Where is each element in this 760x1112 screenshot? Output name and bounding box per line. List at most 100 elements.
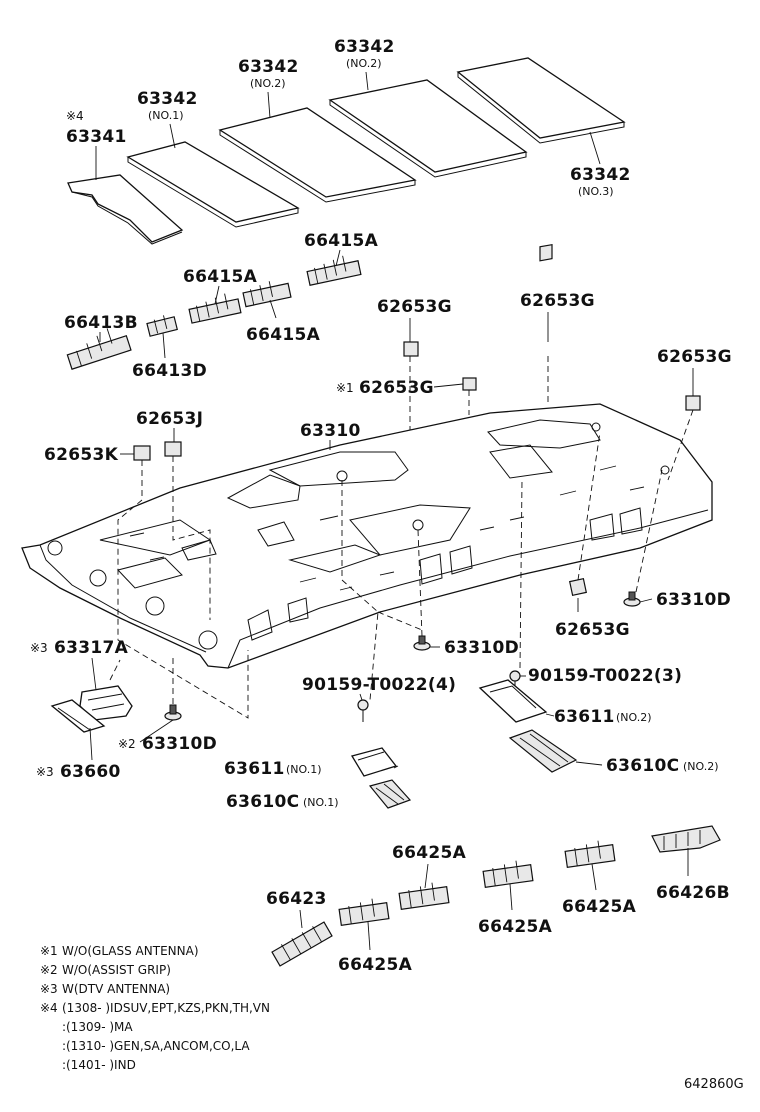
roof-pad-63342-no2-b bbox=[328, 79, 528, 178]
headliner-63310 bbox=[21, 403, 713, 669]
label-63342-no1: 63342 bbox=[137, 89, 198, 109]
clip-strip-66425A-b bbox=[338, 898, 390, 926]
label-66426B: 66426B bbox=[656, 883, 730, 903]
label-63310D-left: 63310D bbox=[142, 734, 217, 754]
note-3-mark: ※3 bbox=[40, 982, 58, 996]
pad-62653G-c bbox=[685, 395, 701, 411]
label-62653G-b: 62653G bbox=[520, 291, 595, 311]
dashed-guides bbox=[109, 356, 694, 719]
diagram-code: 642860G bbox=[684, 1077, 744, 1092]
label-63611-no1: 63611 bbox=[224, 759, 285, 779]
clip-strip-66423 bbox=[271, 921, 333, 967]
label-63342-no1-sub: (NO.1) bbox=[148, 109, 184, 122]
label-90159-right: 90159-T0022(3) bbox=[528, 666, 682, 686]
label-63611-no1-sub: (NO.1) bbox=[286, 763, 322, 776]
lamp-lens-63610C-no1 bbox=[368, 779, 412, 809]
screw-90159-left bbox=[357, 699, 369, 722]
label-66425A-b: 66425A bbox=[338, 955, 413, 975]
roof-pad-63342-no2-a bbox=[218, 107, 417, 203]
footnotes: ※1 W/O(GLASS ANTENNA) ※2 W/O(ASSIST GRIP… bbox=[40, 944, 270, 1072]
clip-strip-66425A-d bbox=[564, 840, 616, 868]
label-63342-no2-b-sub: (NO.2) bbox=[346, 57, 382, 70]
label-62653G-d-mark: ※1 bbox=[336, 381, 354, 395]
label-62653G-e: 62653G bbox=[555, 620, 630, 640]
note-1-text: W/O(GLASS ANTENNA) bbox=[62, 944, 199, 958]
note-1-mark: ※1 bbox=[40, 944, 58, 958]
label-63610C-no2-sub: (NO.2) bbox=[683, 760, 719, 773]
note-7-mark: : bbox=[62, 1058, 66, 1072]
label-62653K: 62653K bbox=[44, 445, 119, 465]
roof-pad-63342-no3 bbox=[456, 57, 626, 144]
pad-62653G-a bbox=[403, 341, 419, 357]
clip-strip-66413D bbox=[146, 315, 179, 337]
label-66415A-mid: 66415A bbox=[183, 267, 258, 287]
clip-strip-66425A-c bbox=[482, 860, 534, 888]
note-5-text: (1309- )MA bbox=[66, 1020, 133, 1034]
bracket-63660 bbox=[50, 699, 106, 733]
label-63660-mark: ※3 bbox=[36, 765, 54, 779]
leader-lines bbox=[89, 71, 694, 951]
label-63310D-right: 63310D bbox=[656, 590, 731, 610]
clip-63310D-mid bbox=[413, 635, 431, 651]
label-63310D-mid: 63310D bbox=[444, 638, 519, 658]
label-62653G-c: 62653G bbox=[657, 347, 732, 367]
label-63341: 63341 bbox=[66, 127, 127, 147]
note-6-text: (1310- )GEN,SA,ANCOM,CO,LA bbox=[66, 1039, 250, 1053]
label-63611-no2: 63611 bbox=[554, 707, 615, 727]
lamp-housing-63611-no1 bbox=[350, 747, 398, 777]
label-90159-left: 90159-T0022(4) bbox=[302, 675, 456, 695]
clip-63310D-right bbox=[623, 591, 641, 607]
label-63342-no2-a: 63342 bbox=[238, 57, 299, 77]
pad-62653K bbox=[133, 445, 151, 461]
label-63610C-no1-sub: (NO.1) bbox=[303, 796, 339, 809]
clip-strip-66415A-mid bbox=[188, 293, 242, 324]
note-4-mark: ※4 bbox=[40, 1001, 58, 1015]
label-63342-no3: 63342 bbox=[570, 165, 631, 185]
roof-pad-63341 bbox=[67, 174, 184, 245]
label-63342-no2-b: 63342 bbox=[334, 37, 395, 57]
note-2-mark: ※2 bbox=[40, 963, 58, 977]
note-7-text: (1401- )IND bbox=[66, 1058, 136, 1072]
label-63317A: 63317A bbox=[54, 638, 129, 658]
note-4-text: (1308- )IDSUV,EPT,KZS,PKN,TH,VN bbox=[62, 1001, 270, 1015]
label-66415A-low: 66415A bbox=[246, 325, 321, 345]
label-66413D: 66413D bbox=[132, 361, 207, 381]
label-66425A-c: 66425A bbox=[478, 917, 553, 937]
label-66413B: 66413B bbox=[64, 313, 138, 333]
pad-62653J bbox=[164, 441, 182, 457]
label-62653J: 62653J bbox=[136, 409, 203, 429]
label-63317A-mark: ※3 bbox=[30, 641, 48, 655]
label-62653G-d: 62653G bbox=[359, 378, 434, 398]
note-3-text: W(DTV ANTENNA) bbox=[62, 982, 170, 996]
roof-pad-63342-no1 bbox=[126, 141, 300, 228]
part-labels: ※4 63341 63342 (NO.1) 63342 (NO.2) 63342… bbox=[30, 37, 732, 975]
clip-strip-66425A-a bbox=[398, 882, 450, 910]
pad-62653G-e bbox=[568, 577, 588, 597]
clip-strip-66426B bbox=[651, 825, 721, 853]
label-62653G-a: 62653G bbox=[377, 297, 452, 317]
label-66415A-top: 66415A bbox=[304, 231, 379, 251]
clip-strip-66415A-low bbox=[242, 281, 292, 308]
label-63310: 63310 bbox=[300, 421, 361, 441]
label-63342-no2-a-sub: (NO.2) bbox=[250, 77, 286, 90]
label-63610C-no2: 63610C bbox=[606, 756, 679, 776]
clip-63310D-left bbox=[164, 704, 182, 721]
clip-strip-66415A-top bbox=[306, 255, 362, 286]
label-63611-no2-sub: (NO.2) bbox=[616, 711, 652, 724]
label-63341-mark: ※4 bbox=[66, 109, 84, 123]
pad-62653G-b bbox=[539, 243, 553, 262]
lamp-lens-63610C-no2 bbox=[508, 729, 578, 773]
note-5-mark: : bbox=[62, 1020, 66, 1034]
label-66425A-d: 66425A bbox=[562, 897, 637, 917]
label-63310D-left-mark: ※2 bbox=[118, 737, 136, 751]
pad-62653G-d bbox=[462, 377, 477, 391]
note-2-text: W/O(ASSIST GRIP) bbox=[62, 963, 171, 977]
label-63610C-no1: 63610C bbox=[226, 792, 299, 812]
label-63342-no3-sub: (NO.3) bbox=[578, 185, 614, 198]
lamp-housing-63611-no2 bbox=[478, 679, 548, 723]
note-6-mark: : bbox=[62, 1039, 66, 1053]
clip-strip-66413B bbox=[66, 328, 132, 370]
label-66425A-a: 66425A bbox=[392, 843, 467, 863]
